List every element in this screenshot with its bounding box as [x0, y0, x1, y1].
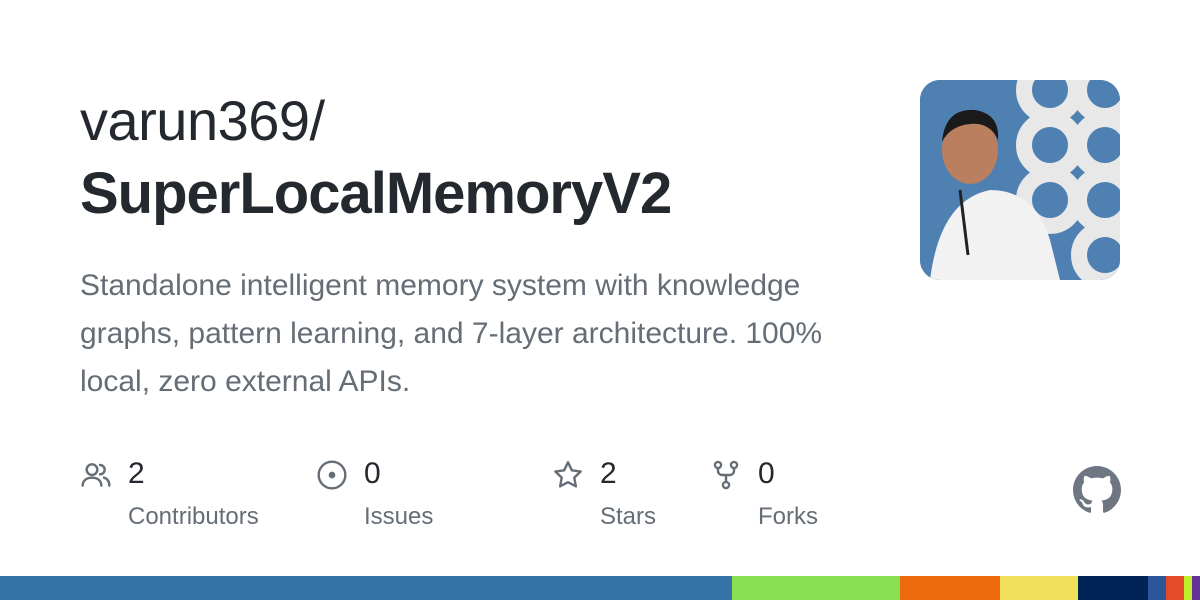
language-bar — [0, 576, 1200, 600]
repo-owner[interactable]: varun369/ — [80, 89, 325, 152]
stat-issues: 0 Issues — [316, 455, 552, 535]
people-icon — [81, 463, 111, 487]
repo-name[interactable]: SuperLocalMemoryV2 — [80, 161, 672, 226]
language-segment — [900, 576, 1000, 600]
stat-label: Contributors — [128, 503, 259, 530]
repo-stats: 2 Contributors 0 Issues 2 Stars 0 Forks — [80, 455, 870, 535]
stat-value: 0 — [364, 457, 381, 490]
repo-description: Standalone intelligent memory system wit… — [80, 269, 823, 398]
github-logo-icon — [1073, 466, 1121, 513]
stat-value: 2 — [600, 457, 617, 490]
stat-value: 0 — [758, 457, 775, 490]
star-icon — [554, 461, 582, 488]
issue-icon — [317, 460, 347, 490]
language-segment — [0, 576, 732, 600]
stat-contributors: 2 Contributors — [80, 455, 316, 535]
stat-label: Stars — [600, 503, 657, 530]
language-segment — [732, 576, 900, 600]
language-segment — [1147, 576, 1166, 600]
stat-stars: 2 Stars — [552, 455, 710, 535]
language-segment — [1165, 576, 1184, 600]
language-segment — [1191, 576, 1200, 600]
stat-label: Issues — [364, 503, 434, 530]
fork-icon — [713, 460, 739, 490]
owner-avatar — [920, 80, 1120, 280]
language-segment — [1077, 576, 1148, 600]
language-segment — [1183, 576, 1192, 600]
language-segment — [999, 576, 1078, 600]
stat-forks: 0 Forks — [710, 455, 870, 535]
stat-label: Forks — [758, 503, 818, 530]
stat-value: 2 — [128, 457, 145, 490]
